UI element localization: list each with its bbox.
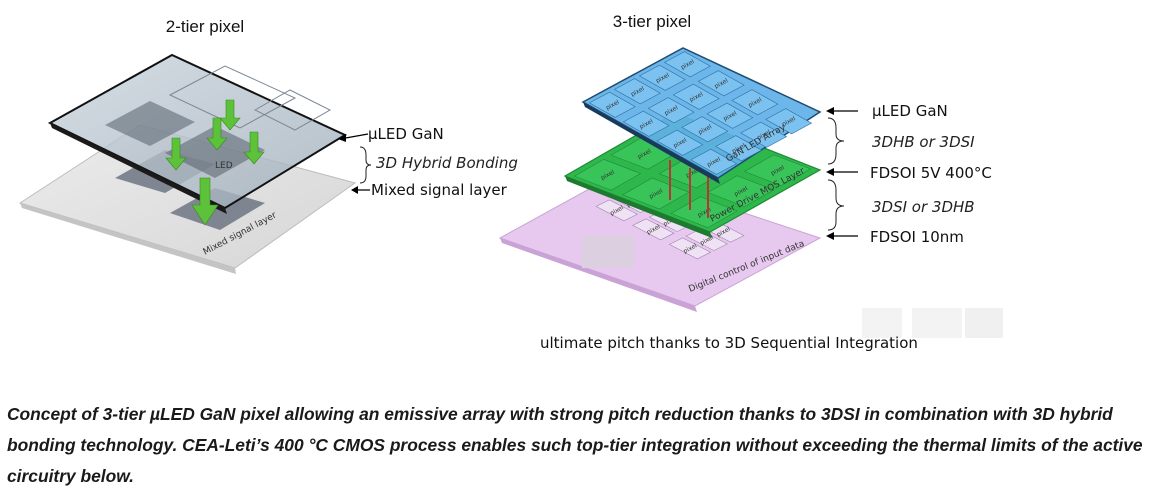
top-pixel-grid: pixelpixelpixelpixelpixelpixelpixelpixel… <box>588 51 813 175</box>
figure-caption: Concept of 3-tier µLED GaN pixel allowin… <box>7 404 1143 486</box>
pixel-cell <box>647 97 695 124</box>
pixel-cell <box>706 102 754 129</box>
pixel-cell <box>638 64 686 91</box>
pixel-cell <box>622 110 670 137</box>
pixel-cell <box>685 229 728 251</box>
faint-block <box>862 308 902 338</box>
pixel-cell <box>743 154 812 187</box>
gan-layer-edge <box>50 123 227 214</box>
label-mixed-signal: Mixed signal layer <box>371 181 508 199</box>
digital-layer-edge <box>500 238 697 312</box>
top-cell <box>168 65 297 129</box>
pixel-cell <box>672 83 720 110</box>
pixel-cell <box>622 177 690 210</box>
pixel-cell <box>765 108 813 135</box>
top-cell-dark <box>105 101 195 146</box>
top-cell-dark <box>165 126 265 178</box>
pixel-cell <box>595 199 638 222</box>
pixel-cell <box>697 70 745 97</box>
pixel-cell <box>663 51 711 78</box>
pixel-cell <box>573 158 642 191</box>
three-tier-title: 3-tier pixel <box>613 12 691 31</box>
top-cell <box>253 89 332 131</box>
three-tier-diagram: 3-tier pixel pixelpixelpixelpixelpixelpi… <box>498 12 1003 352</box>
two-tier-diagram: 2-tier pixel Mixed signal layer LED µLED… <box>18 17 518 274</box>
label-uled-gan-right: µLED GaN <box>872 102 948 120</box>
pixel-cell <box>707 175 775 208</box>
pixel-cell <box>690 148 738 175</box>
brace-upper <box>827 117 845 165</box>
label-3dsi-or-3dhb: 3DSI or 3DHB <box>872 198 975 216</box>
mos-layer-edge <box>565 176 712 238</box>
faint-block <box>965 308 1003 338</box>
arrow-head <box>351 186 358 194</box>
led-layer-edge <box>583 102 720 184</box>
pixel-cell <box>613 78 661 105</box>
pixel-cell <box>656 129 704 156</box>
brace-lower <box>827 179 845 231</box>
digital-block <box>582 236 634 268</box>
label-3dhb-or-3dsi: 3DHB or 3DSI <box>872 133 975 151</box>
arrow-head <box>826 232 834 240</box>
pixel-cell <box>731 89 779 116</box>
arrow-head <box>826 107 834 115</box>
pixel-cell <box>740 121 788 148</box>
pixel-cell <box>632 218 675 241</box>
arrow-head <box>338 134 346 142</box>
label-uled-gan-left: µLED GaN <box>368 125 444 143</box>
pixel-cell <box>681 116 729 143</box>
faint-block <box>912 308 962 338</box>
label-fdsoi-5v: FDSOI 5V 400°C <box>870 164 992 182</box>
subtitle-3dsi: ultimate pitch thanks to 3D Sequential I… <box>540 334 918 352</box>
pixel-cell <box>668 237 712 260</box>
two-tier-title: 2-tier pixel <box>166 17 244 36</box>
brace-left <box>359 146 372 184</box>
pixel-cell <box>588 91 636 118</box>
mixed-signal-layer-edge <box>20 203 236 274</box>
led-text: LED <box>215 161 233 171</box>
green-arrows <box>165 99 265 226</box>
label-fdsoi-10nm: FDSOI 10nm <box>870 228 964 246</box>
label-hybrid-bonding: 3D Hybrid Bonding <box>376 154 518 172</box>
pixel-cell <box>715 135 763 162</box>
arrow-head <box>826 168 834 176</box>
